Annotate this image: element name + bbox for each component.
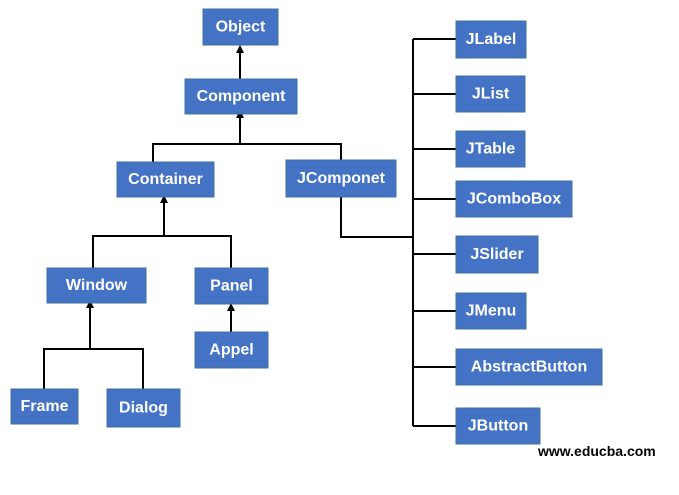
connector-window-panel-to-container [92, 235, 232, 268]
node-frame: Frame [10, 388, 79, 425]
node-object: Object [202, 8, 279, 46]
node-jmenu: JMenu [455, 292, 527, 330]
node-jtable: JTable [455, 130, 526, 168]
node-jlabel: JLabel [455, 20, 527, 59]
node-container: Container [116, 161, 215, 198]
node-jcomponet-label: JComponet [297, 170, 386, 187]
node-appel: Appel [194, 331, 269, 369]
node-jmenu-label: JMenu [466, 303, 517, 320]
connector-frame-dialog-to-window [43, 348, 144, 389]
node-frame-label: Frame [20, 398, 68, 415]
node-jcomponet: JComponet [285, 159, 397, 198]
connector-jcomponet-to-bus [340, 197, 413, 238]
node-panel-label: Panel [210, 278, 253, 295]
node-abstractbutton: AbstractButton [455, 348, 603, 386]
node-jbutton-label: JButton [468, 418, 528, 435]
node-jslider-label: JSlider [470, 246, 523, 263]
node-window: Window [46, 267, 147, 304]
connector-container-jcomponet-to-component [152, 143, 342, 162]
node-jlist-label: JList [472, 86, 510, 103]
node-window-label: Window [66, 277, 128, 294]
footer-watermark: www.educba.com [538, 443, 656, 459]
node-jlist: JList [455, 75, 526, 113]
node-jcombobox-label: JComboBox [467, 191, 561, 208]
node-jslider: JSlider [455, 235, 539, 274]
node-panel: Panel [194, 267, 269, 305]
node-jlabel-label: JLabel [466, 31, 517, 48]
node-component-label: Component [197, 88, 287, 105]
node-abstractbutton-label: AbstractButton [471, 359, 587, 376]
node-object-label: Object [216, 19, 266, 36]
node-jbutton: JButton [455, 407, 541, 445]
node-container-label: Container [128, 171, 203, 188]
node-component: Component [184, 78, 298, 115]
node-dialog-label: Dialog [119, 400, 168, 417]
node-jcombobox: JComboBox [455, 180, 573, 218]
node-jtable-label: JTable [466, 141, 516, 158]
node-appel-label: Appel [209, 342, 253, 359]
node-dialog: Dialog [106, 388, 181, 428]
